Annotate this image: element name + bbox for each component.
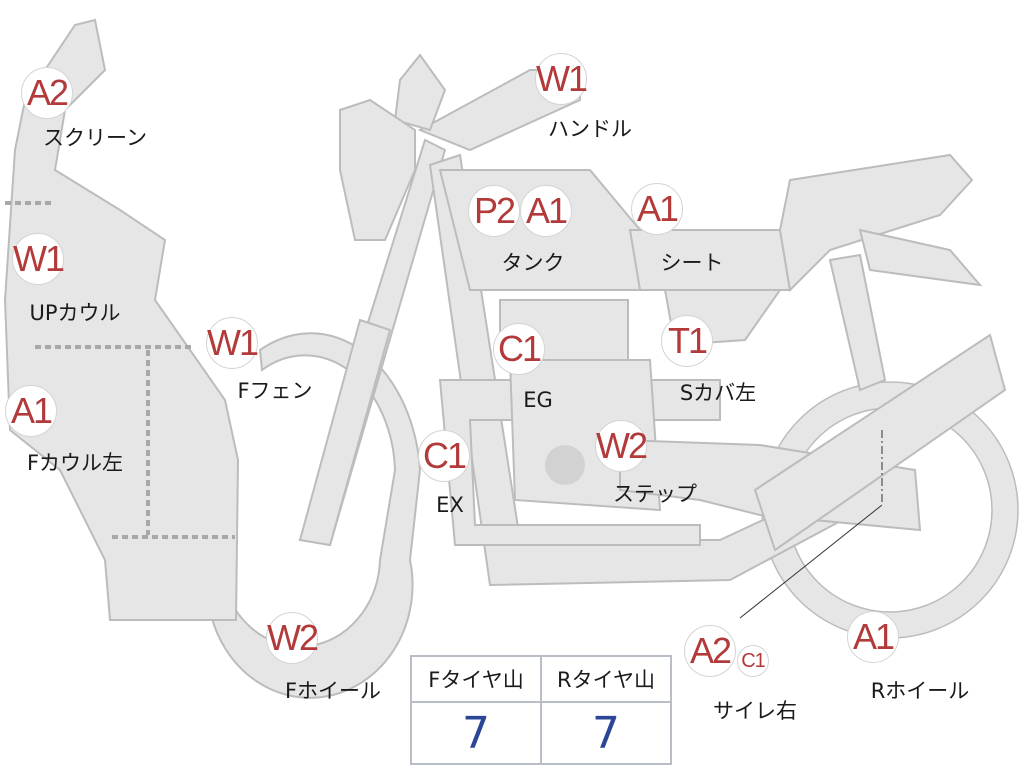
damage-code: A1 xyxy=(520,185,572,237)
front-wheel xyxy=(208,332,422,699)
front-tread-header: Fタイヤ山 xyxy=(410,655,542,703)
muffler xyxy=(753,333,1007,552)
part-label: タンク xyxy=(501,251,565,275)
damage-code: W1 xyxy=(535,53,588,105)
part-label: ステップ xyxy=(613,482,697,506)
part-label: Sカバ左 xyxy=(679,381,757,405)
part-label: ハンドル xyxy=(548,117,632,141)
part-label: Rホイール xyxy=(870,679,970,703)
damage-code: P2 xyxy=(468,185,520,237)
damage-code: T1 xyxy=(661,315,713,367)
damage-code: W2 xyxy=(595,420,648,472)
part-label: Fホイール xyxy=(284,679,382,703)
part-label: サイレ右 xyxy=(713,699,797,723)
rear-tread-header: Rタイヤ山 xyxy=(540,655,672,703)
damage-code: A1 xyxy=(847,611,899,663)
damage-code: A1 xyxy=(5,385,57,437)
front-tread-value: 7 xyxy=(410,701,542,765)
damage-code: W1 xyxy=(12,233,65,285)
part-label: EX xyxy=(436,493,464,517)
front-cowl xyxy=(3,18,240,621)
part-label: EG xyxy=(523,388,553,412)
part-label: UPカウル xyxy=(29,301,121,325)
damage-code: A2 xyxy=(21,67,73,119)
damage-code: W2 xyxy=(266,612,319,664)
part-label: シート xyxy=(660,251,724,275)
damage-code: C1 xyxy=(418,430,470,482)
part-label: Fフェン xyxy=(237,379,313,403)
tire-tread-table: Fタイヤ山 Rタイヤ山 7 7 xyxy=(410,655,672,765)
damage-code: A1 xyxy=(631,183,683,235)
part-label: Fカウル左 xyxy=(26,451,124,475)
damage-code: C1 xyxy=(493,323,545,375)
damage-code: W1 xyxy=(206,317,259,369)
rear-tread-value: 7 xyxy=(540,701,672,765)
damage-code: A2 xyxy=(684,625,736,677)
damage-code-small: C1 xyxy=(737,645,769,677)
part-label: スクリーン xyxy=(43,126,147,150)
